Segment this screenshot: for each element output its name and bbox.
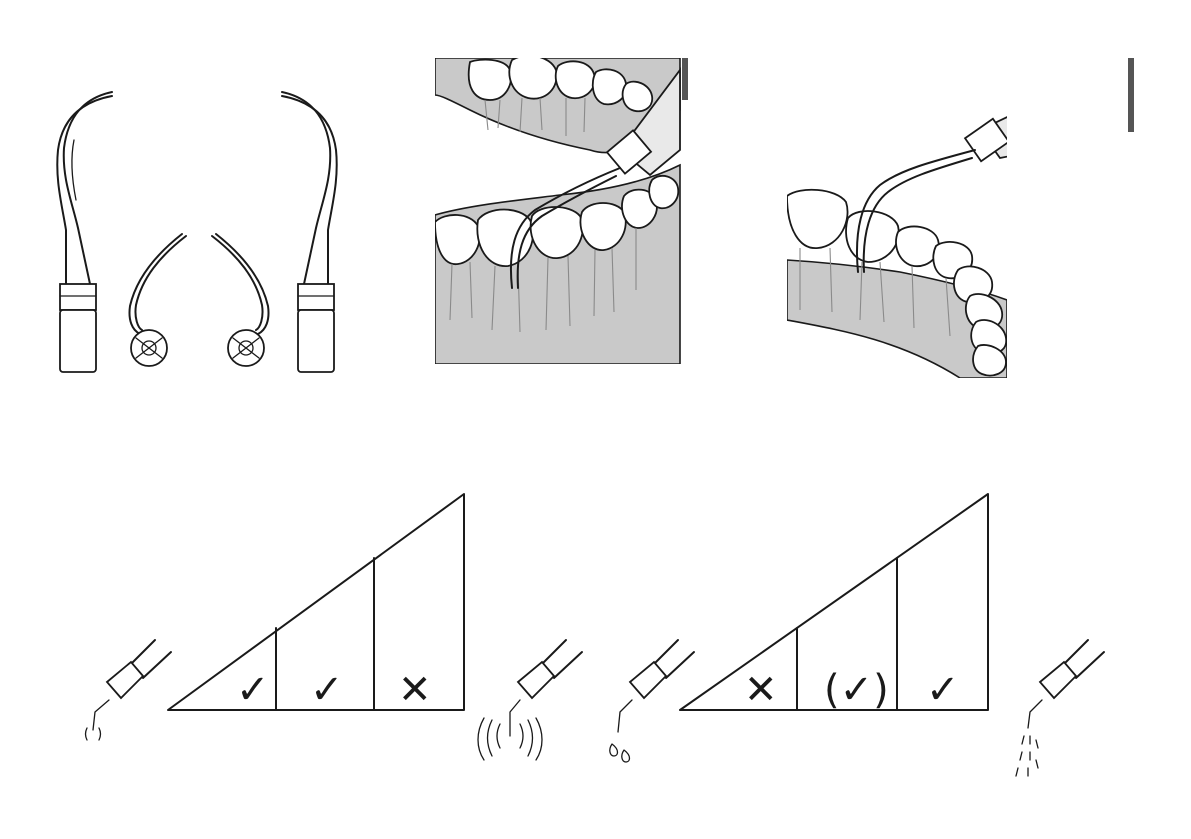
low-vibration-handpiece-icon <box>86 640 172 740</box>
scaler-tips-group <box>57 92 336 372</box>
chart-2-cell-1-cross: ✕ <box>744 667 778 713</box>
high-vibration-handpiece-icon <box>478 640 582 760</box>
water-drops-handpiece-icon <box>610 640 694 762</box>
tip-straight-right-icon <box>282 92 337 372</box>
power-level-chart: ✓ ✓ ✕ <box>168 494 464 713</box>
chart-1-cell-3-cross: ✕ <box>398 667 432 713</box>
chart-1-cell-2-check: ✓ <box>310 667 344 713</box>
chart-2-cell-3-check: ✓ <box>926 667 960 713</box>
chart-1-cell-1-check: ✓ <box>236 667 270 713</box>
tip-curved-left-icon <box>129 234 186 366</box>
tip-straight-left-icon <box>57 92 112 372</box>
tip-curved-right-icon <box>212 234 269 366</box>
scene-lower-jaw-illustration <box>435 56 685 364</box>
water-spray-handpiece-icon <box>1016 640 1104 776</box>
water-flow-chart: ✕ (✓) ✓ <box>680 494 988 713</box>
scene-upper-arch-illustration <box>787 58 1131 378</box>
chart-2-cell-2-conditional-check: (✓) <box>824 667 889 713</box>
